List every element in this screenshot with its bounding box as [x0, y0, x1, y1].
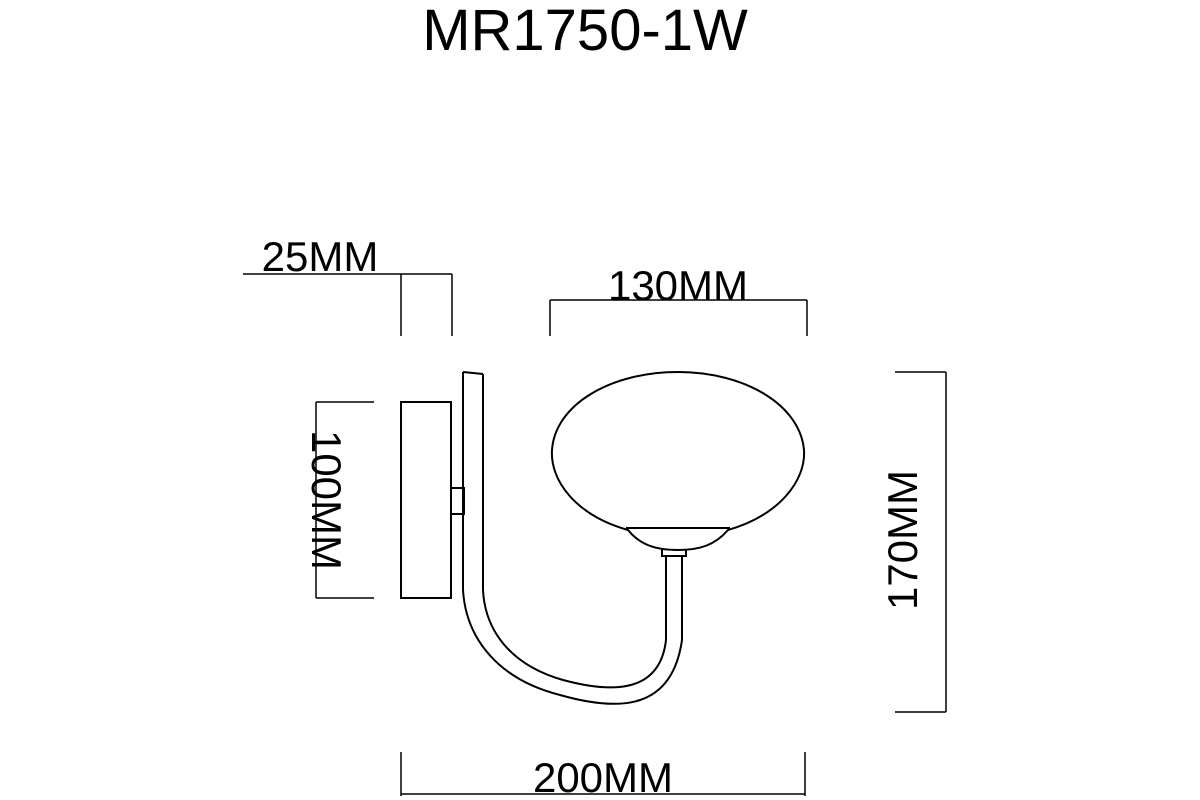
- total-height-dimension: 170MM: [879, 371, 947, 713]
- total-width-dimension: 200MM: [400, 752, 806, 800]
- plate-height-label: 100MM: [303, 430, 350, 570]
- depth-label: 25MM: [262, 233, 379, 280]
- arm-tube-outer: [462, 372, 683, 705]
- glass-shade: [550, 370, 806, 552]
- total-width-label: 200MM: [533, 754, 673, 800]
- arm-tube-inner: [482, 374, 667, 689]
- wall-plate: [400, 401, 452, 599]
- lamp-illustration: [400, 370, 806, 705]
- shade-width-label: 130MM: [608, 262, 748, 309]
- arm-tube-top-cap: [462, 371, 484, 375]
- depth-dimension: 25MM: [243, 233, 453, 336]
- shade-width-dimension: 130MM: [549, 262, 808, 336]
- total-height-label: 170MM: [879, 470, 926, 610]
- plate-height-dimension: 100MM: [303, 401, 374, 599]
- model-title: MR1750-1W: [422, 0, 748, 63]
